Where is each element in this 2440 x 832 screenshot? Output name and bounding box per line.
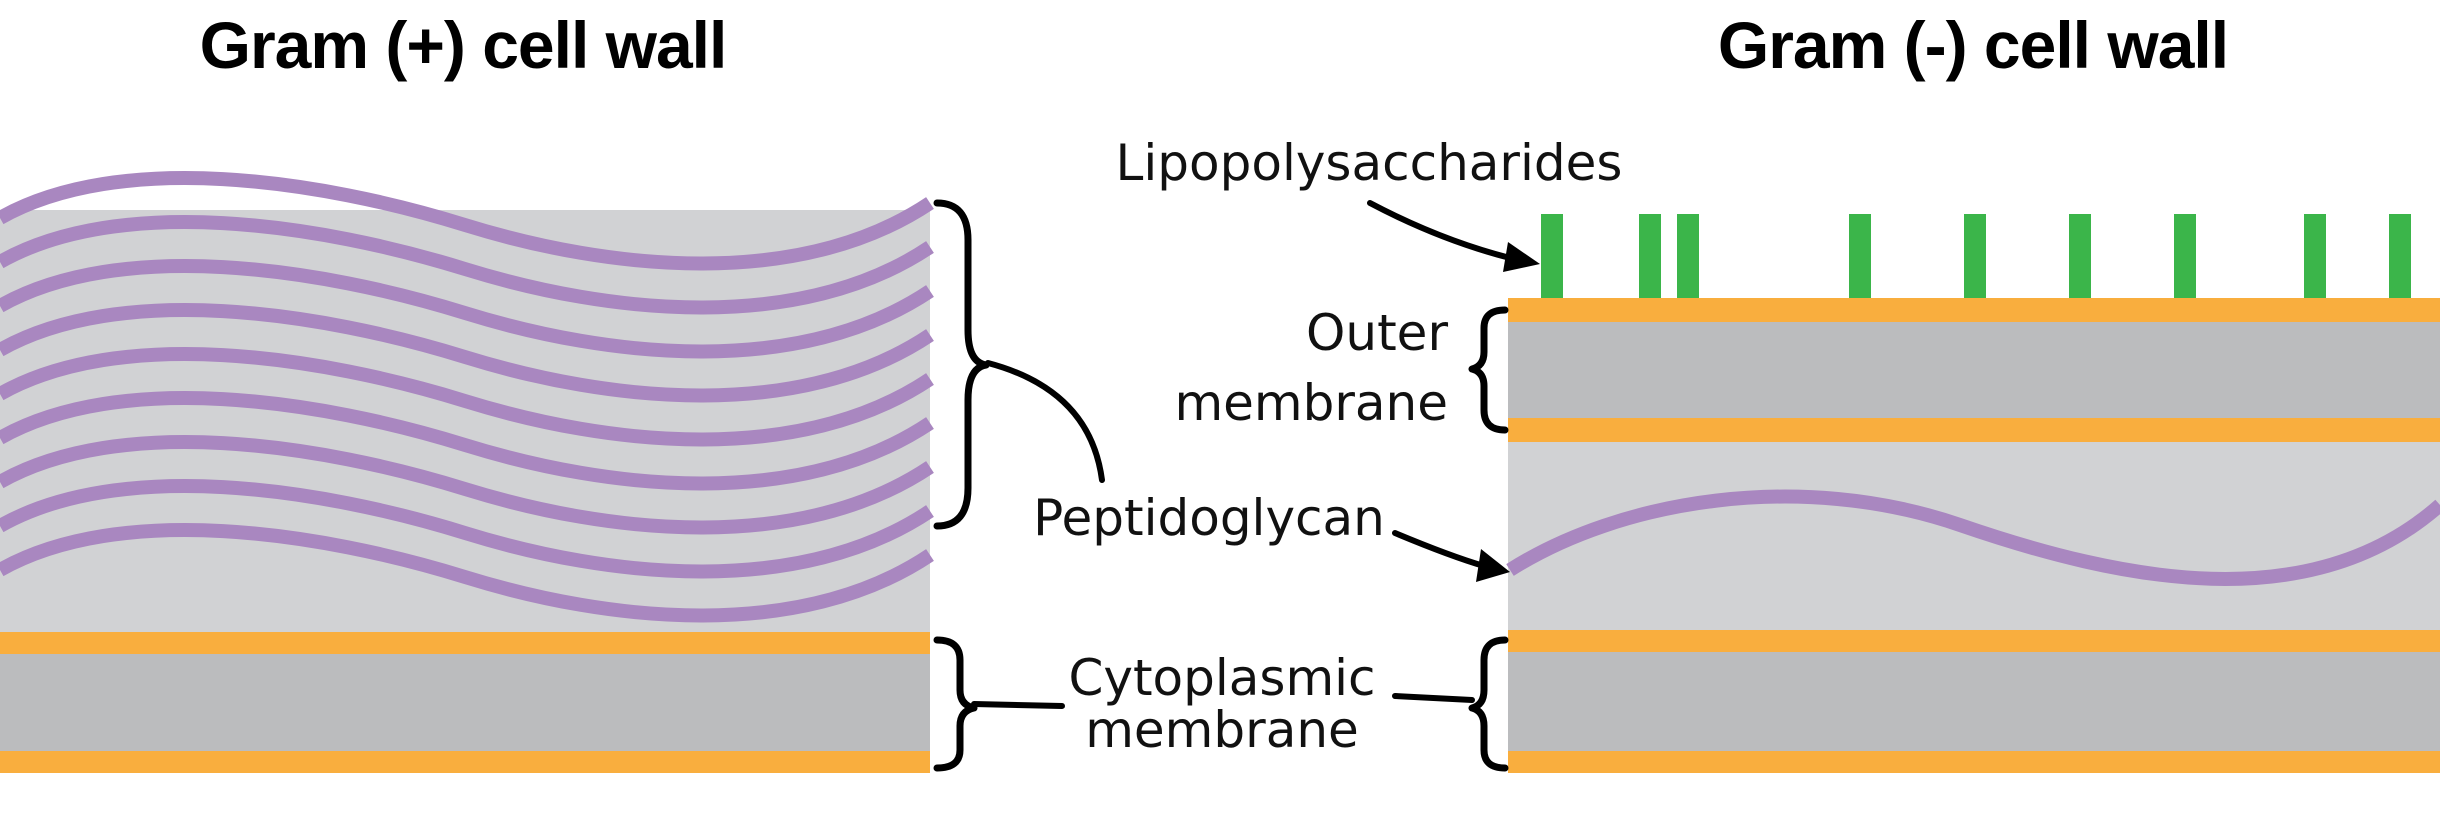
gram-negative-peptidoglycan-strand [1506, 489, 2440, 586]
lipopolysaccharide-marker [1541, 214, 1563, 298]
peptidoglycan-label: Peptidoglycan [1033, 489, 1385, 547]
lipopolysaccharides-arrowhead [1503, 242, 1540, 272]
gram-positive-membrane-interior [0, 654, 930, 751]
lipopolysaccharides-label: Lipopolysaccharides [1116, 134, 1623, 192]
outer-membrane-bottom-edge [1508, 418, 2440, 442]
lipopolysaccharide-markers [1541, 214, 2411, 298]
gram-positive-membrane-outer-edge [0, 632, 930, 654]
gram-positive-title: Gram (+) cell wall [200, 8, 727, 82]
lipopolysaccharide-marker [2304, 214, 2326, 298]
gram-positive-membrane-inner-edge [0, 751, 930, 773]
gram-positive-peptidoglycan-leader [985, 360, 1105, 483]
peptidoglycan-layer [0, 171, 934, 271]
gram-negative-membrane-inner-edge [1508, 751, 2440, 773]
gram-negative-membrane-outer-edge [1508, 630, 2440, 652]
lipopolysaccharide-marker [1964, 214, 1986, 298]
lipopolysaccharide-marker [1677, 214, 1699, 298]
lipopolysaccharides-leader [1367, 200, 1513, 261]
gram-positive-cytoplasmic-brace [933, 636, 978, 772]
outer-membrane-label-line-1: Outer [1306, 304, 1448, 362]
gram-negative-cytoplasmic-brace [1468, 636, 1509, 772]
cytoplasmic-membrane-label-line-1: Cytoplasmic [1068, 649, 1375, 707]
lipopolysaccharide-marker [1639, 214, 1661, 298]
lipopolysaccharide-marker [2174, 214, 2196, 298]
peptidoglycan-layer [0, 259, 934, 359]
peptidoglycan-layer [0, 303, 934, 403]
peptidoglycan-layer [0, 391, 934, 491]
gram-negative-title: Gram (-) cell wall [1718, 8, 2228, 82]
peptidoglycan-layer [0, 523, 934, 623]
gram-negative-panel [1468, 214, 2440, 773]
peptidoglycan-layer [0, 479, 934, 579]
peptidoglycan-layer [1506, 489, 2440, 586]
gram-negative-cytoplasmic-membrane [1508, 630, 2440, 773]
lipopolysaccharide-marker [1849, 214, 1871, 298]
peptidoglycan-layer [0, 215, 934, 315]
gram-negative-peptidoglycan-arrowhead [1476, 549, 1510, 582]
cytoplasmic-right-leader [1392, 693, 1475, 703]
outer-membrane-top-edge [1508, 298, 2440, 322]
peptidoglycan-layer [0, 435, 934, 535]
lipopolysaccharide-marker [2069, 214, 2091, 298]
gram-negative-peptidoglycan-leader [1392, 530, 1487, 569]
gram-positive-cytoplasmic-membrane [0, 632, 930, 773]
outer-membrane-label-line-2: membrane [1174, 374, 1448, 432]
outer-membrane-brace [1468, 306, 1509, 434]
peptidoglycan-layer [0, 347, 934, 447]
gram-positive-peptidoglycan-brace [933, 199, 990, 530]
lipopolysaccharide-marker [2389, 214, 2411, 298]
gram-negative-membrane-interior [1508, 652, 2440, 751]
cytoplasmic-membrane-label-line-2: membrane [1085, 701, 1359, 759]
gram-positive-peptidoglycan-strands [0, 171, 934, 623]
gram-positive-panel [0, 171, 990, 773]
cytoplasmic-left-leader [971, 701, 1065, 709]
gram-negative-outer-membrane [1508, 298, 2440, 442]
outer-membrane-interior [1508, 322, 2440, 418]
